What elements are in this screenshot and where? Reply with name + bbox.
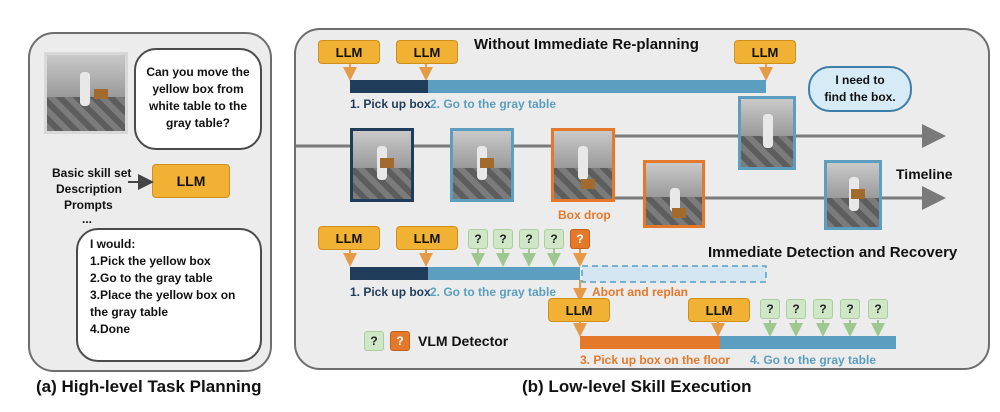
scene-pick-box xyxy=(350,128,414,202)
legend-vlm-fail: ? xyxy=(390,331,410,351)
title-without-replanning: Without Immediate Re-planning xyxy=(474,36,699,53)
find-box-text: I need to find the box. xyxy=(824,73,896,104)
vlm-check-4: ? xyxy=(544,229,564,249)
timeline-label: Timeline xyxy=(896,166,953,182)
bar-mid-go xyxy=(428,267,580,280)
scene-carry-box xyxy=(450,128,514,202)
vlm-check-3: ? xyxy=(519,229,539,249)
scene-pick-floor xyxy=(643,160,705,228)
llm-top-1: LLM xyxy=(318,40,380,64)
robot-scene-image xyxy=(44,52,128,134)
step-bottom-go: 4. Go to the gray table xyxy=(750,353,877,367)
bar-mid-pick xyxy=(350,267,428,280)
llm-mid-1: LLM xyxy=(318,226,380,250)
answer-bubble xyxy=(76,228,262,362)
vlm-check-9: ? xyxy=(868,299,888,319)
box-drop-label: Box drop xyxy=(558,208,611,222)
llm-mid-2: LLM xyxy=(396,226,458,250)
input-prompts: Prompts xyxy=(64,198,113,212)
bar-top-pick xyxy=(350,80,428,93)
title-immediate-recovery: Immediate Detection and Recovery xyxy=(708,244,958,261)
vlm-check-failed: ? xyxy=(570,229,590,249)
bar-top-go xyxy=(428,80,766,93)
vlm-check-8: ? xyxy=(840,299,860,319)
scene-search-box xyxy=(738,96,796,170)
scene-gray-table xyxy=(824,160,882,230)
caption-a: (a) High-level Task Planning xyxy=(36,377,262,396)
step-mid-pick: 1. Pick up box xyxy=(350,285,431,299)
vlm-check-2: ? xyxy=(493,229,513,249)
step-bottom-pick-floor: 3. Pick up box on the floor xyxy=(580,353,731,367)
caption-b: (b) Low-level Skill Execution xyxy=(522,377,752,396)
question-text: Can you move the yellow box from white t… xyxy=(146,65,250,130)
llm-top-2: LLM xyxy=(396,40,458,64)
step-top-pick: 1. Pick up box xyxy=(350,97,431,111)
llm-box-planner: LLM xyxy=(152,164,230,198)
bar-bottom-go xyxy=(720,336,896,349)
answer-text: I would: 1.Pick the yellow box 2.Go to t… xyxy=(90,237,236,336)
input-description: Description xyxy=(56,182,123,196)
question-bubble xyxy=(134,48,262,150)
vlm-check-1: ? xyxy=(468,229,488,249)
find-box-bubble xyxy=(808,66,912,112)
llm-top-3: LLM xyxy=(734,40,796,64)
abort-replan-label: Abort and replan xyxy=(592,285,689,299)
llm-bottom-1: LLM xyxy=(548,298,610,322)
vlm-check-7: ? xyxy=(813,299,833,319)
step-mid-go: 2. Go to the gray table xyxy=(430,285,557,299)
llm-bottom-2: LLM xyxy=(688,298,750,322)
step-top-go: 2. Go to the gray table xyxy=(430,97,557,111)
vlm-check-5: ? xyxy=(760,299,780,319)
vlm-check-6: ? xyxy=(786,299,806,319)
legend-vlm-label: VLM Detector xyxy=(418,333,509,349)
legend-vlm-pass: ? xyxy=(364,331,384,351)
scene-box-drop xyxy=(551,128,615,202)
input-basic-skill-set: Basic skill set xyxy=(52,166,132,180)
bar-bottom-pick-floor xyxy=(580,336,720,349)
input-ellipsis: ... xyxy=(82,212,93,226)
